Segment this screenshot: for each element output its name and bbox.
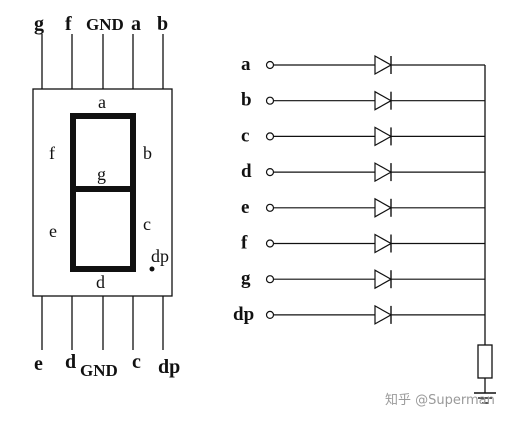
circuit-row-b: b	[241, 90, 485, 111]
top-pin-label-a: a	[131, 13, 141, 35]
segment-dp	[149, 266, 155, 272]
top-pin-leads	[41, 34, 164, 89]
segment-label-d: d	[96, 272, 105, 292]
diode-e-icon	[374, 197, 393, 218]
circuit-label-b: b	[241, 90, 252, 111]
circuit-label-dp: dp	[233, 304, 254, 325]
bottom-pin-label-d: d	[65, 351, 76, 373]
seven-segment-display: g f GND a b e d GND c dp a f b g e c dp …	[32, 13, 180, 380]
circuit-row-d: d	[241, 161, 485, 183]
segment-b	[130, 113, 136, 191]
input-terminal-d	[265, 168, 275, 177]
diode-d-icon	[374, 162, 393, 183]
segment-label-b: b	[143, 143, 152, 163]
input-terminal-dp	[265, 310, 275, 319]
segment-label-a: a	[98, 92, 106, 112]
circuit-label-a: a	[241, 54, 251, 75]
diode-b-icon	[374, 90, 393, 111]
circuit-row-dp: dp	[233, 304, 485, 325]
circuit-row-e: e	[241, 197, 485, 218]
segment-d	[70, 266, 136, 272]
input-terminal-g	[265, 275, 275, 284]
segment-label-f: f	[49, 143, 55, 163]
input-terminal-a	[265, 60, 275, 70]
bottom-pin-label-gnd: GND	[80, 361, 118, 380]
input-terminal-b	[265, 96, 275, 105]
segment-c	[130, 192, 136, 271]
circuit-label-g: g	[241, 268, 251, 289]
bottom-pin-leads	[41, 296, 164, 350]
input-terminal-c	[265, 132, 275, 141]
diode-f-icon	[374, 233, 393, 254]
circuit-label-f: f	[241, 233, 248, 254]
top-pin-label-b: b	[157, 13, 168, 35]
segment-label-dp: dp	[151, 246, 169, 266]
circuit-label-c: c	[241, 125, 249, 146]
top-pin-label-g: g	[34, 13, 44, 35]
input-terminal-f	[265, 239, 275, 248]
segment-label-c: c	[143, 214, 151, 234]
circuit-row-g: g	[241, 268, 485, 290]
segment-f	[70, 113, 76, 191]
segment-e	[70, 192, 76, 271]
segment-a	[70, 113, 136, 119]
segment-g	[70, 186, 136, 192]
segments	[70, 113, 155, 272]
diode-a-icon	[374, 54, 393, 76]
bottom-pin-label-e: e	[34, 353, 43, 375]
bottom-pin-label-c: c	[132, 351, 141, 373]
watermark: 知乎 @Superman	[385, 392, 495, 408]
circuit-label-d: d	[241, 161, 252, 182]
diode-c-icon	[374, 126, 393, 147]
bottom-pin-label-dp: dp	[158, 356, 180, 378]
top-pin-label-f: f	[65, 13, 72, 35]
circuit-row-f: f	[241, 233, 485, 254]
circuit-row-a: a	[241, 54, 485, 76]
circuit-row-c: c	[241, 125, 485, 147]
diode-dp-icon	[374, 304, 393, 325]
segment-label-e: e	[49, 221, 57, 241]
diode-g-icon	[374, 269, 393, 290]
ground-icon	[474, 392, 496, 404]
segment-label-g: g	[97, 164, 106, 184]
resistor	[477, 344, 493, 379]
input-terminal-e	[265, 203, 275, 212]
top-pin-label-gnd: GND	[86, 15, 124, 34]
circuit-label-e: e	[241, 197, 249, 218]
